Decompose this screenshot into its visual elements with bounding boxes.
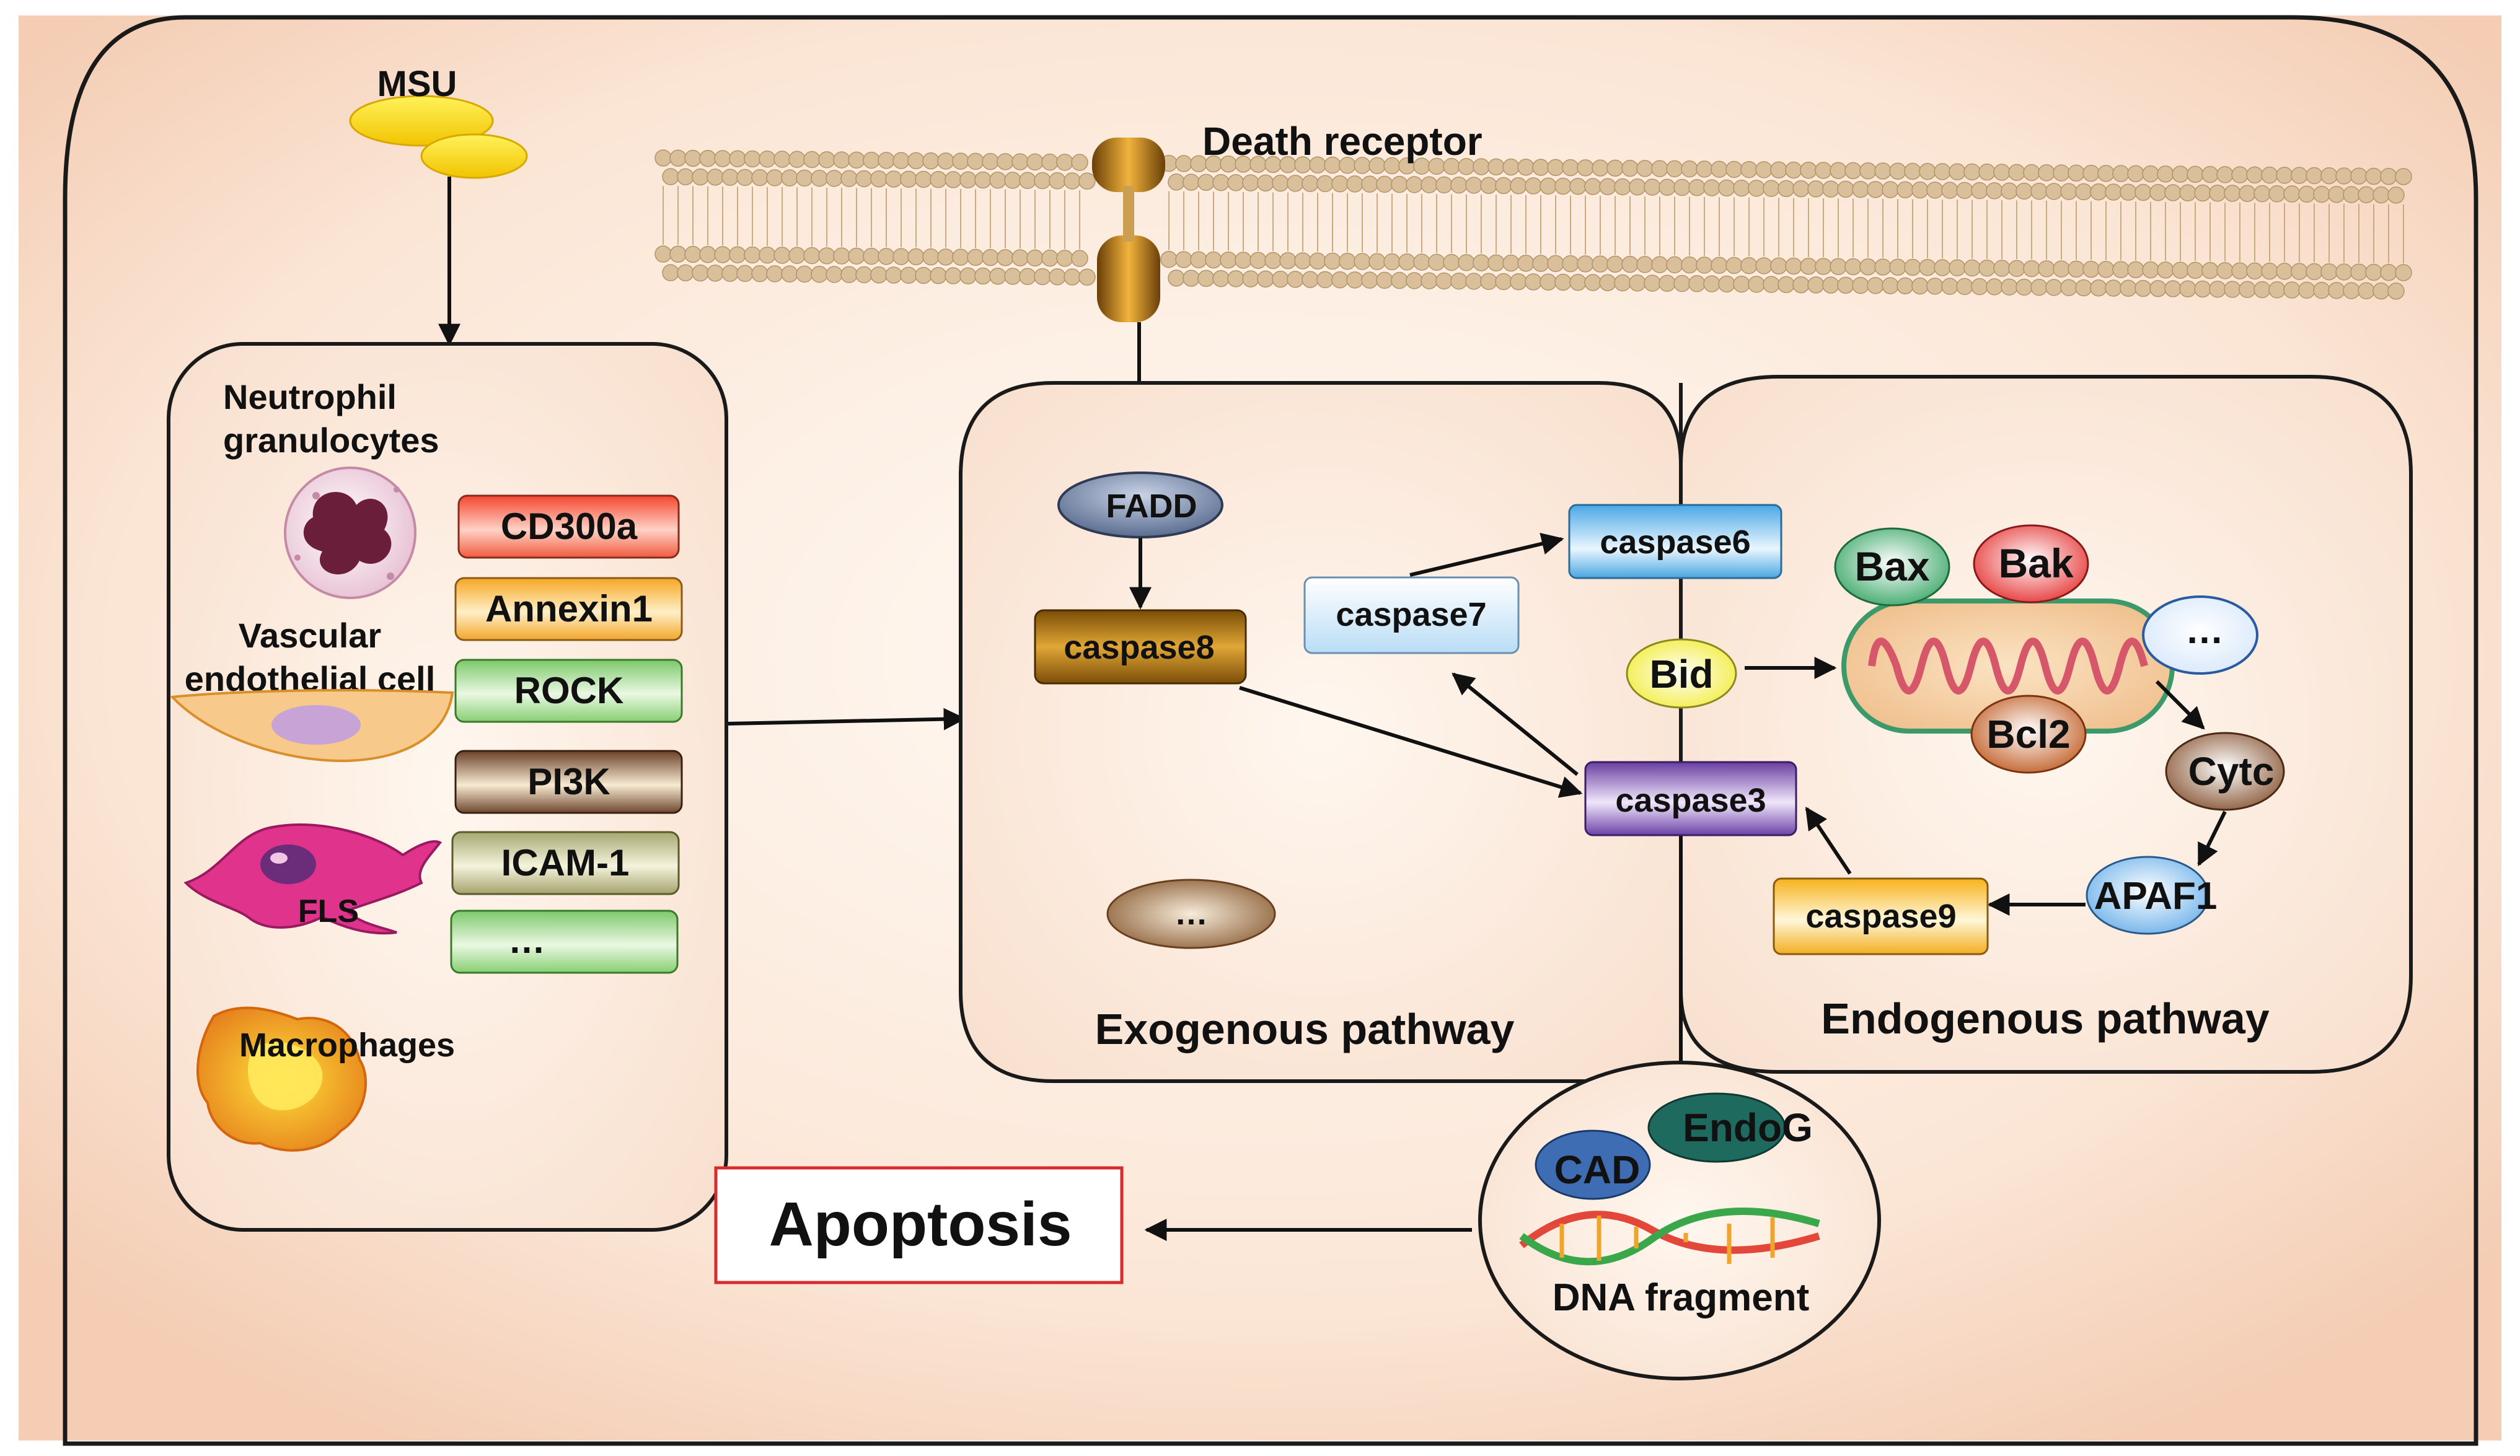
mito-more-node (2142, 595, 2258, 675)
arrow-mitochondria-to-cytc (2155, 680, 2205, 730)
arrow-caspase7-to-caspase6 (1409, 532, 1564, 577)
caspase3-label: caspase3 (1615, 782, 1766, 819)
arrow-cells-to-pathways (728, 708, 966, 730)
death-receptor-label: Death receptor (1202, 119, 1482, 164)
fadd-node (1057, 471, 1223, 538)
bak-label: Bak (1998, 540, 2073, 586)
endog-label: EndoG (1683, 1105, 1813, 1150)
macrophage-icon (196, 1006, 367, 1152)
caspase8-box (1034, 609, 1247, 685)
bcl2-node (1970, 695, 2087, 774)
caspase7-box (1303, 576, 1520, 654)
apaf1-label: APAF1 (2094, 875, 2218, 918)
marker-box-pi3k (454, 750, 683, 814)
marker-label-cd300a: CD300a (501, 506, 638, 547)
bax-node (1834, 527, 1950, 607)
bid-node (1626, 638, 1737, 709)
apaf1-node (2086, 856, 2209, 935)
arrow-caspase9-to-caspase3 (1805, 807, 1852, 875)
vascular-label-line1: Vascular (239, 616, 381, 655)
marker-box-rock (454, 659, 683, 723)
arrow-caspase3-to-caspase7 (1452, 672, 1579, 776)
bax-label: Bax (1854, 543, 1929, 589)
fls-icon (183, 823, 443, 935)
marker-box-annexin1 (454, 577, 683, 641)
mitochondrion-icon (1841, 599, 2175, 734)
marker-list: CD300a Annexin1 ROCK PI3K ICAM-1 … (450, 494, 683, 974)
cell-membrane (654, 149, 2412, 300)
dna-helix-icon (1519, 1208, 1820, 1266)
bid-label: Bid (1649, 652, 1713, 696)
marker-label-icam1: ICAM-1 (501, 842, 630, 884)
bak-node (1973, 524, 2089, 603)
apoptosis-box (714, 1166, 1124, 1284)
msu-crystals (349, 95, 528, 179)
marker-box-more (450, 910, 679, 974)
endog-node (1647, 1092, 1786, 1163)
neutrophil-icon (284, 467, 416, 599)
exogenous-more-node (1106, 879, 1276, 949)
neutrophil-label-line1: Neutrophil (223, 377, 397, 416)
endogenous-pathway-title: Endogenous pathway (1821, 994, 2269, 1043)
bcl2-label: Bcl2 (1986, 712, 2070, 757)
caspase7-label: caspase7 (1336, 596, 1486, 633)
marker-label-rock: ROCK (514, 670, 624, 711)
caspase3-box (1584, 761, 1797, 836)
caspase9-label: caspase9 (1805, 898, 1956, 935)
caspase6-box (1568, 504, 1782, 579)
caspase8-label: caspase8 (1064, 629, 1214, 666)
cell-outline (63, 15, 2478, 1446)
neutrophil-label-line2: granulocytes (223, 421, 439, 460)
endothelial-cell-icon (169, 689, 454, 763)
cytc-label: Cytc (2188, 749, 2275, 794)
cytc-node (2165, 732, 2285, 811)
mito-more-label: … (2185, 609, 2224, 652)
caspase9-box (1773, 877, 1989, 955)
fadd-label: FADD (1106, 488, 1197, 525)
marker-box-cd300a (457, 494, 680, 559)
marker-label-annexin1: Annexin1 (485, 588, 653, 629)
fls-label: FLS (298, 893, 359, 929)
marker-box-icam1 (451, 831, 680, 895)
caspase6-label: caspase6 (1600, 524, 1750, 561)
exogenous-pathway-title: Exogenous pathway (1095, 1005, 1515, 1053)
apoptosis-label: Apoptosis (769, 1190, 1072, 1259)
marker-label-pi3k: PI3K (527, 761, 610, 802)
cad-node (1535, 1129, 1651, 1200)
msu-label: MSU (377, 64, 457, 104)
arrow-cytc-to-apaf1 (2197, 810, 2227, 867)
death-receptor-channel (1092, 138, 1165, 322)
marker-label-more: … (508, 919, 545, 961)
exogenous-panel (959, 381, 1683, 1083)
dna-fragment-label: DNA fragment (1553, 1276, 1810, 1319)
exogenous-more-label: … (1174, 895, 1208, 932)
arrow-caspase8-to-caspase3 (1239, 686, 1583, 798)
cad-label: CAD (1554, 1147, 1641, 1192)
macrophages-label: Macrophages (239, 1027, 455, 1064)
